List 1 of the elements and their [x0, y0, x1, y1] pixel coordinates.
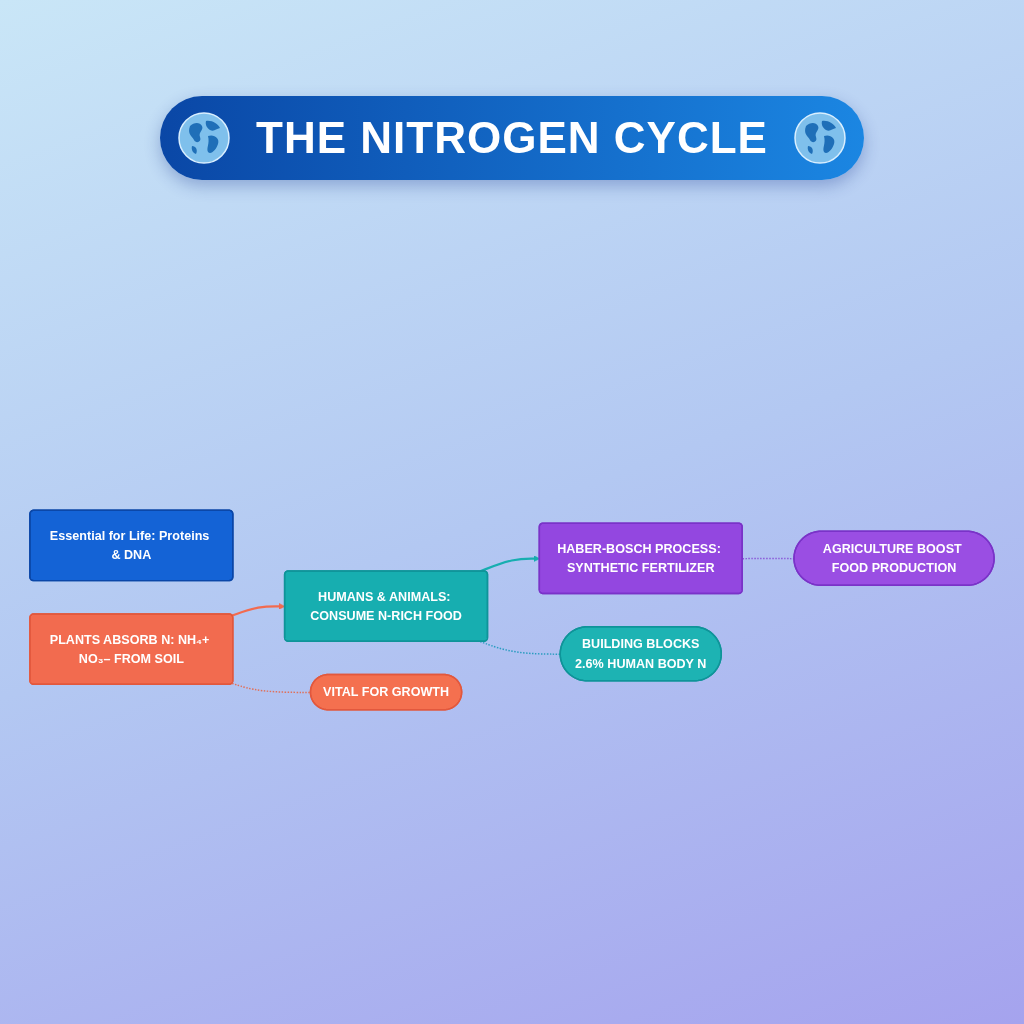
title: THE NITROGEN CYCLE	[256, 113, 768, 163]
